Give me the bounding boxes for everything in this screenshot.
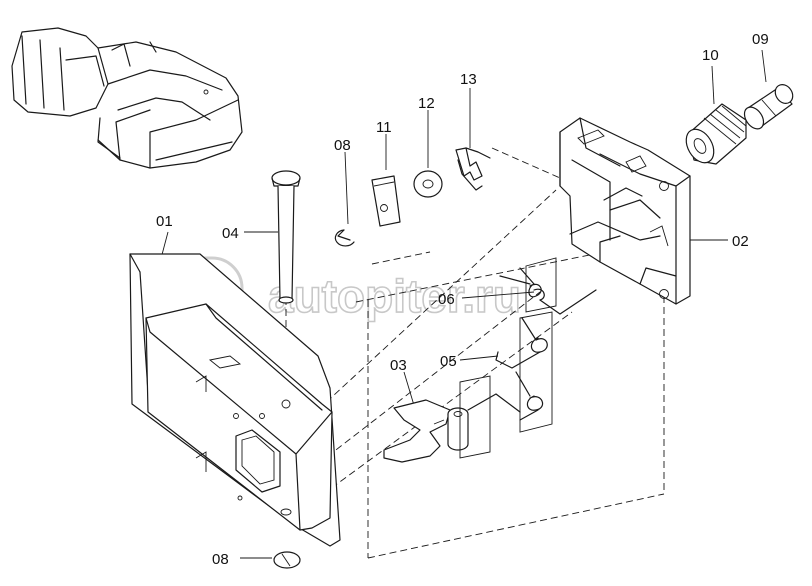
part-13-clip-spring	[455, 147, 491, 191]
part-02-bracket	[559, 117, 691, 305]
part-12-washer	[413, 170, 443, 198]
part-06-spring	[499, 257, 597, 315]
watermark: autopiter.ru	[144, 256, 522, 336]
leader-09	[761, 49, 767, 83]
callout-01: 01	[156, 213, 173, 230]
leader-08-top	[344, 151, 349, 225]
part-01-plate	[129, 253, 341, 547]
watermark-text: autopiter.ru	[268, 270, 521, 322]
leader-05	[459, 355, 499, 361]
callout-08-top: 08	[334, 137, 351, 154]
callout-11: 11	[376, 119, 392, 136]
leader-06	[461, 291, 535, 299]
part-09-bolt	[743, 84, 794, 130]
callout-04: 04	[222, 225, 239, 242]
part-05-spring	[495, 311, 553, 433]
part-03-latch-lever	[383, 375, 521, 463]
callout-labels: 01 02 03 04 05 06 08 08 09 10 11 12 13	[156, 31, 769, 568]
callout-08-bottom: 08	[212, 551, 229, 568]
part-10-bushing	[685, 103, 747, 165]
callout-09: 09	[752, 31, 769, 48]
callout-10: 10	[702, 47, 719, 64]
part-04-pin	[271, 170, 301, 304]
leader-10	[711, 65, 715, 105]
callout-03: 03	[390, 357, 407, 374]
callout-06: 06	[438, 291, 455, 308]
excavator-thumbnail	[11, 27, 243, 169]
callout-13: 13	[460, 71, 477, 88]
callout-02: 02	[732, 233, 749, 250]
part-08-clip-top	[334, 229, 355, 247]
callout-05: 05	[440, 353, 457, 370]
part-08-clip-bottom	[273, 551, 301, 569]
callout-12: 12	[418, 95, 435, 112]
part-11-lock-plate	[371, 175, 401, 227]
